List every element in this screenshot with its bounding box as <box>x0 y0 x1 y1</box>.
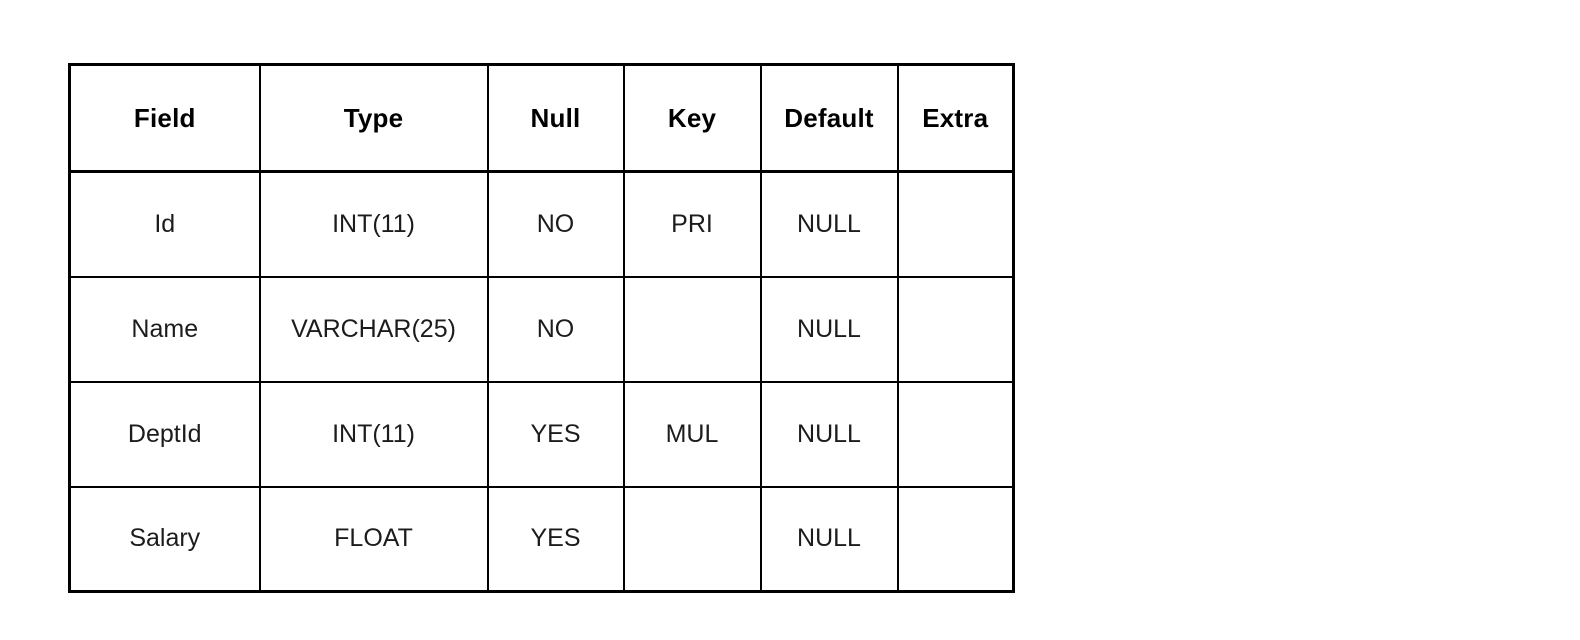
table-cell: NULL <box>759 170 899 278</box>
table-cell <box>896 170 1015 278</box>
table-cell <box>622 485 762 593</box>
table-cell: INT(11) <box>258 170 489 278</box>
table-cell: NO <box>486 170 625 278</box>
column-header-field: Field <box>68 63 261 173</box>
table-cell: Salary <box>68 485 261 593</box>
column-header-extra: Extra <box>896 63 1015 173</box>
column-header-default: Default <box>759 63 899 173</box>
table-cell <box>896 485 1015 593</box>
table-cell: INT(11) <box>258 380 489 488</box>
column-header-null: Null <box>486 63 625 173</box>
table-cell: NULL <box>759 380 899 488</box>
table-cell: NULL <box>759 485 899 593</box>
table-cell: DeptId <box>68 380 261 488</box>
table-cell: YES <box>486 380 625 488</box>
table-cell: FLOAT <box>258 485 489 593</box>
table-cell <box>896 380 1015 488</box>
table-cell: PRI <box>622 170 762 278</box>
table-cell: Id <box>68 170 261 278</box>
table-cell <box>896 275 1015 383</box>
column-header-type: Type <box>258 63 489 173</box>
table-cell: MUL <box>622 380 762 488</box>
table-cell: NULL <box>759 275 899 383</box>
table-cell <box>622 275 762 383</box>
table-cell: YES <box>486 485 625 593</box>
table-cell: NO <box>486 275 625 383</box>
column-header-key: Key <box>622 63 762 173</box>
table-cell: VARCHAR(25) <box>258 275 489 383</box>
table-cell: Name <box>68 275 261 383</box>
